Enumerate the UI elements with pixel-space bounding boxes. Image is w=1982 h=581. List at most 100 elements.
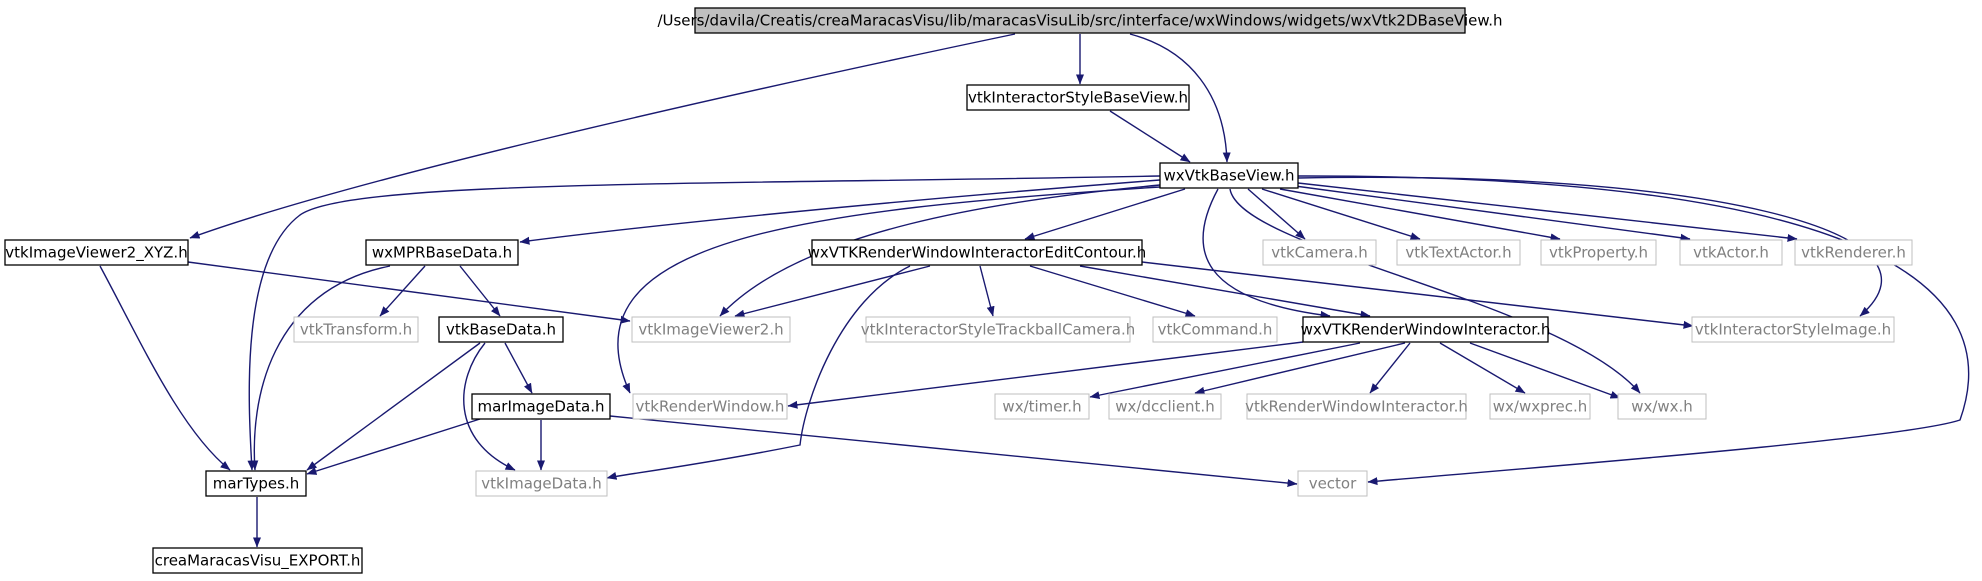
edge-wxvtkbv-to-editcontour	[1024, 188, 1186, 240]
node-viewer2xyz[interactable]: vtkImageViewer2_XYZ.h	[4, 239, 189, 266]
node-label-renderer: vtkRenderer.h	[1801, 244, 1906, 262]
edge-wxvtkbv-to-rwi	[1202, 188, 1331, 319]
node-imgviewer2[interactable]: vtkImageViewer2.h	[631, 316, 791, 343]
node-box-camera	[1262, 239, 1377, 266]
edge-mprbase-to-martypes	[250, 265, 391, 471]
edge-rwi-to-dcclient	[1194, 342, 1406, 395]
edge-wxvtkbv-to-vector	[1297, 175, 1970, 486]
edge-viewer2xyz-to-imgviewer2	[187, 261, 631, 324]
node-wxh[interactable]: wx/wx.h	[1617, 393, 1707, 420]
node-label-export: creaMaracasVisu_EXPORT.h	[155, 552, 361, 571]
node-label-mprbase: wxMPRBaseData.h	[372, 244, 512, 262]
edge-viewer2xyz-to-martypes	[99, 265, 231, 471]
node-vtkrwi[interactable]: vtkRenderWindowInteractor.h	[1245, 393, 1468, 420]
node-box-vtkrwi	[1246, 393, 1467, 420]
node-martypes[interactable]: marTypes.h	[205, 470, 307, 497]
node-label-trackball: vtkInteractorStyleTrackballCamera.h	[861, 321, 1135, 339]
node-box-property	[1540, 239, 1657, 266]
node-editcontour[interactable]: wxVTKRenderWindowInteractorEditContour.h	[808, 239, 1147, 266]
node-box-renderwin	[632, 393, 788, 420]
node-box-transform	[293, 316, 419, 343]
node-marimage[interactable]: marImageData.h	[471, 393, 611, 420]
node-box-mprbase	[365, 239, 519, 266]
node-box-wxprec	[1489, 393, 1591, 420]
edge-wxvtkbv-to-property	[1279, 188, 1561, 242]
node-box-export	[152, 547, 363, 574]
edge-wxvtkbv-to-mprbase	[519, 179, 1161, 245]
edge-rwi-to-wxprec	[1439, 342, 1526, 394]
node-label-martypes: marTypes.h	[213, 475, 300, 493]
node-wxvtkbv[interactable]: wxVtkBaseView.h	[1159, 162, 1299, 189]
node-label-viewer2xyz: vtkImageViewer2_XYZ.h	[5, 244, 187, 263]
node-timer[interactable]: wx/timer.h	[994, 393, 1090, 420]
edge-editcontour-to-imagedata	[606, 265, 911, 480]
edge-editcontour-to-trackball	[979, 265, 995, 317]
edge-wxvtkbv-to-renderer	[1297, 182, 1798, 242]
node-label-timer: wx/timer.h	[1002, 398, 1081, 416]
node-label-dcclient: wx/dcclient.h	[1115, 398, 1214, 416]
node-label-isbv: vtkInteractorStyleBaseView.h	[968, 89, 1188, 107]
node-camera[interactable]: vtkCamera.h	[1262, 239, 1377, 266]
edge-root-to-viewer2xyz	[189, 33, 1016, 239]
node-label-wxvtkbv: wxVtkBaseView.h	[1164, 167, 1295, 185]
edge-wxvtkbv-to-textactor	[1261, 188, 1421, 240]
node-label-vtkrwi: vtkRenderWindowInteractor.h	[1245, 398, 1468, 416]
node-vector[interactable]: vector	[1297, 470, 1368, 497]
node-box-renderer	[1794, 239, 1913, 266]
node-box-isbv	[966, 84, 1190, 111]
node-box-rwi	[1302, 316, 1549, 343]
edge-wxvtkbv-to-martypes	[247, 175, 1161, 471]
node-textactor[interactable]: vtkTextActor.h	[1396, 239, 1521, 266]
node-root[interactable]: /Users/davila/Creatis/creaMaracasVisu/li…	[657, 7, 1503, 34]
node-property[interactable]: vtkProperty.h	[1540, 239, 1657, 266]
node-export[interactable]: creaMaracasVisu_EXPORT.h	[152, 547, 363, 574]
edge-marimage-to-martypes	[306, 418, 481, 475]
node-label-editcontour: wxVTKRenderWindowInteractorEditContour.h	[808, 244, 1147, 262]
edge-editcontour-to-styleimage	[1141, 261, 1694, 329]
node-box-timer	[994, 393, 1090, 420]
edge-rwi-to-wxh	[1469, 342, 1621, 399]
node-label-renderwin: vtkRenderWindow.h	[636, 398, 785, 416]
edge-editcontour-to-command	[1029, 265, 1196, 318]
node-box-command	[1152, 316, 1278, 343]
edges-layer	[99, 33, 1970, 548]
node-trackball[interactable]: vtkInteractorStyleTrackballCamera.h	[861, 316, 1135, 343]
edge-editcontour-to-rwi	[1079, 265, 1371, 319]
node-renderwin[interactable]: vtkRenderWindow.h	[632, 393, 788, 420]
edge-rwi-to-vtkrwi	[1369, 342, 1411, 394]
node-styleimage[interactable]: vtkInteractorStyleImage.h	[1691, 316, 1895, 343]
edge-rwi-to-renderwin	[787, 341, 1304, 409]
node-imagedata[interactable]: vtkImageData.h	[475, 470, 608, 497]
node-mprbase[interactable]: wxMPRBaseData.h	[365, 239, 519, 266]
edge-basedata-to-marimage	[504, 342, 533, 394]
node-label-vector: vector	[1309, 475, 1357, 493]
edge-wxvtkbv-to-renderwin	[617, 186, 1161, 394]
node-renderer[interactable]: vtkRenderer.h	[1794, 239, 1913, 266]
node-box-trackball	[865, 316, 1131, 343]
node-label-camera: vtkCamera.h	[1271, 244, 1368, 262]
edge-editcontour-to-imgviewer2	[734, 265, 931, 318]
node-label-transform: vtkTransform.h	[300, 321, 412, 339]
node-actor[interactable]: vtkActor.h	[1679, 239, 1783, 266]
edge-basedata-to-martypes	[306, 342, 481, 471]
node-box-dcclient	[1108, 393, 1222, 420]
node-isbv[interactable]: vtkInteractorStyleBaseView.h	[966, 84, 1190, 111]
node-rwi[interactable]: wxVTKRenderWindowInteractor.h	[1301, 316, 1551, 343]
node-label-rwi: wxVTKRenderWindowInteractor.h	[1301, 321, 1551, 339]
node-command[interactable]: vtkCommand.h	[1152, 316, 1278, 343]
node-dcclient[interactable]: wx/dcclient.h	[1108, 393, 1222, 420]
edge-isbv-to-wxvtkbv	[1109, 110, 1191, 163]
edge-wxvtkbv-to-wxh	[1229, 188, 1641, 394]
node-label-root: /Users/davila/Creatis/creaMaracasVisu/li…	[657, 12, 1502, 30]
edge-marimage-to-vector	[609, 415, 1298, 488]
node-wxprec[interactable]: wx/wxprec.h	[1489, 393, 1591, 420]
node-basedata[interactable]: vtkBaseData.h	[438, 316, 564, 343]
node-label-wxh: wx/wx.h	[1631, 398, 1693, 416]
node-label-marimage: marImageData.h	[477, 398, 604, 416]
node-box-root	[694, 7, 1466, 34]
node-label-wxprec: wx/wxprec.h	[1493, 398, 1587, 416]
node-transform[interactable]: vtkTransform.h	[293, 316, 419, 343]
nodes-layer: /Users/davila/Creatis/creaMaracasVisu/li…	[4, 7, 1913, 574]
node-label-imagedata: vtkImageData.h	[481, 475, 602, 493]
